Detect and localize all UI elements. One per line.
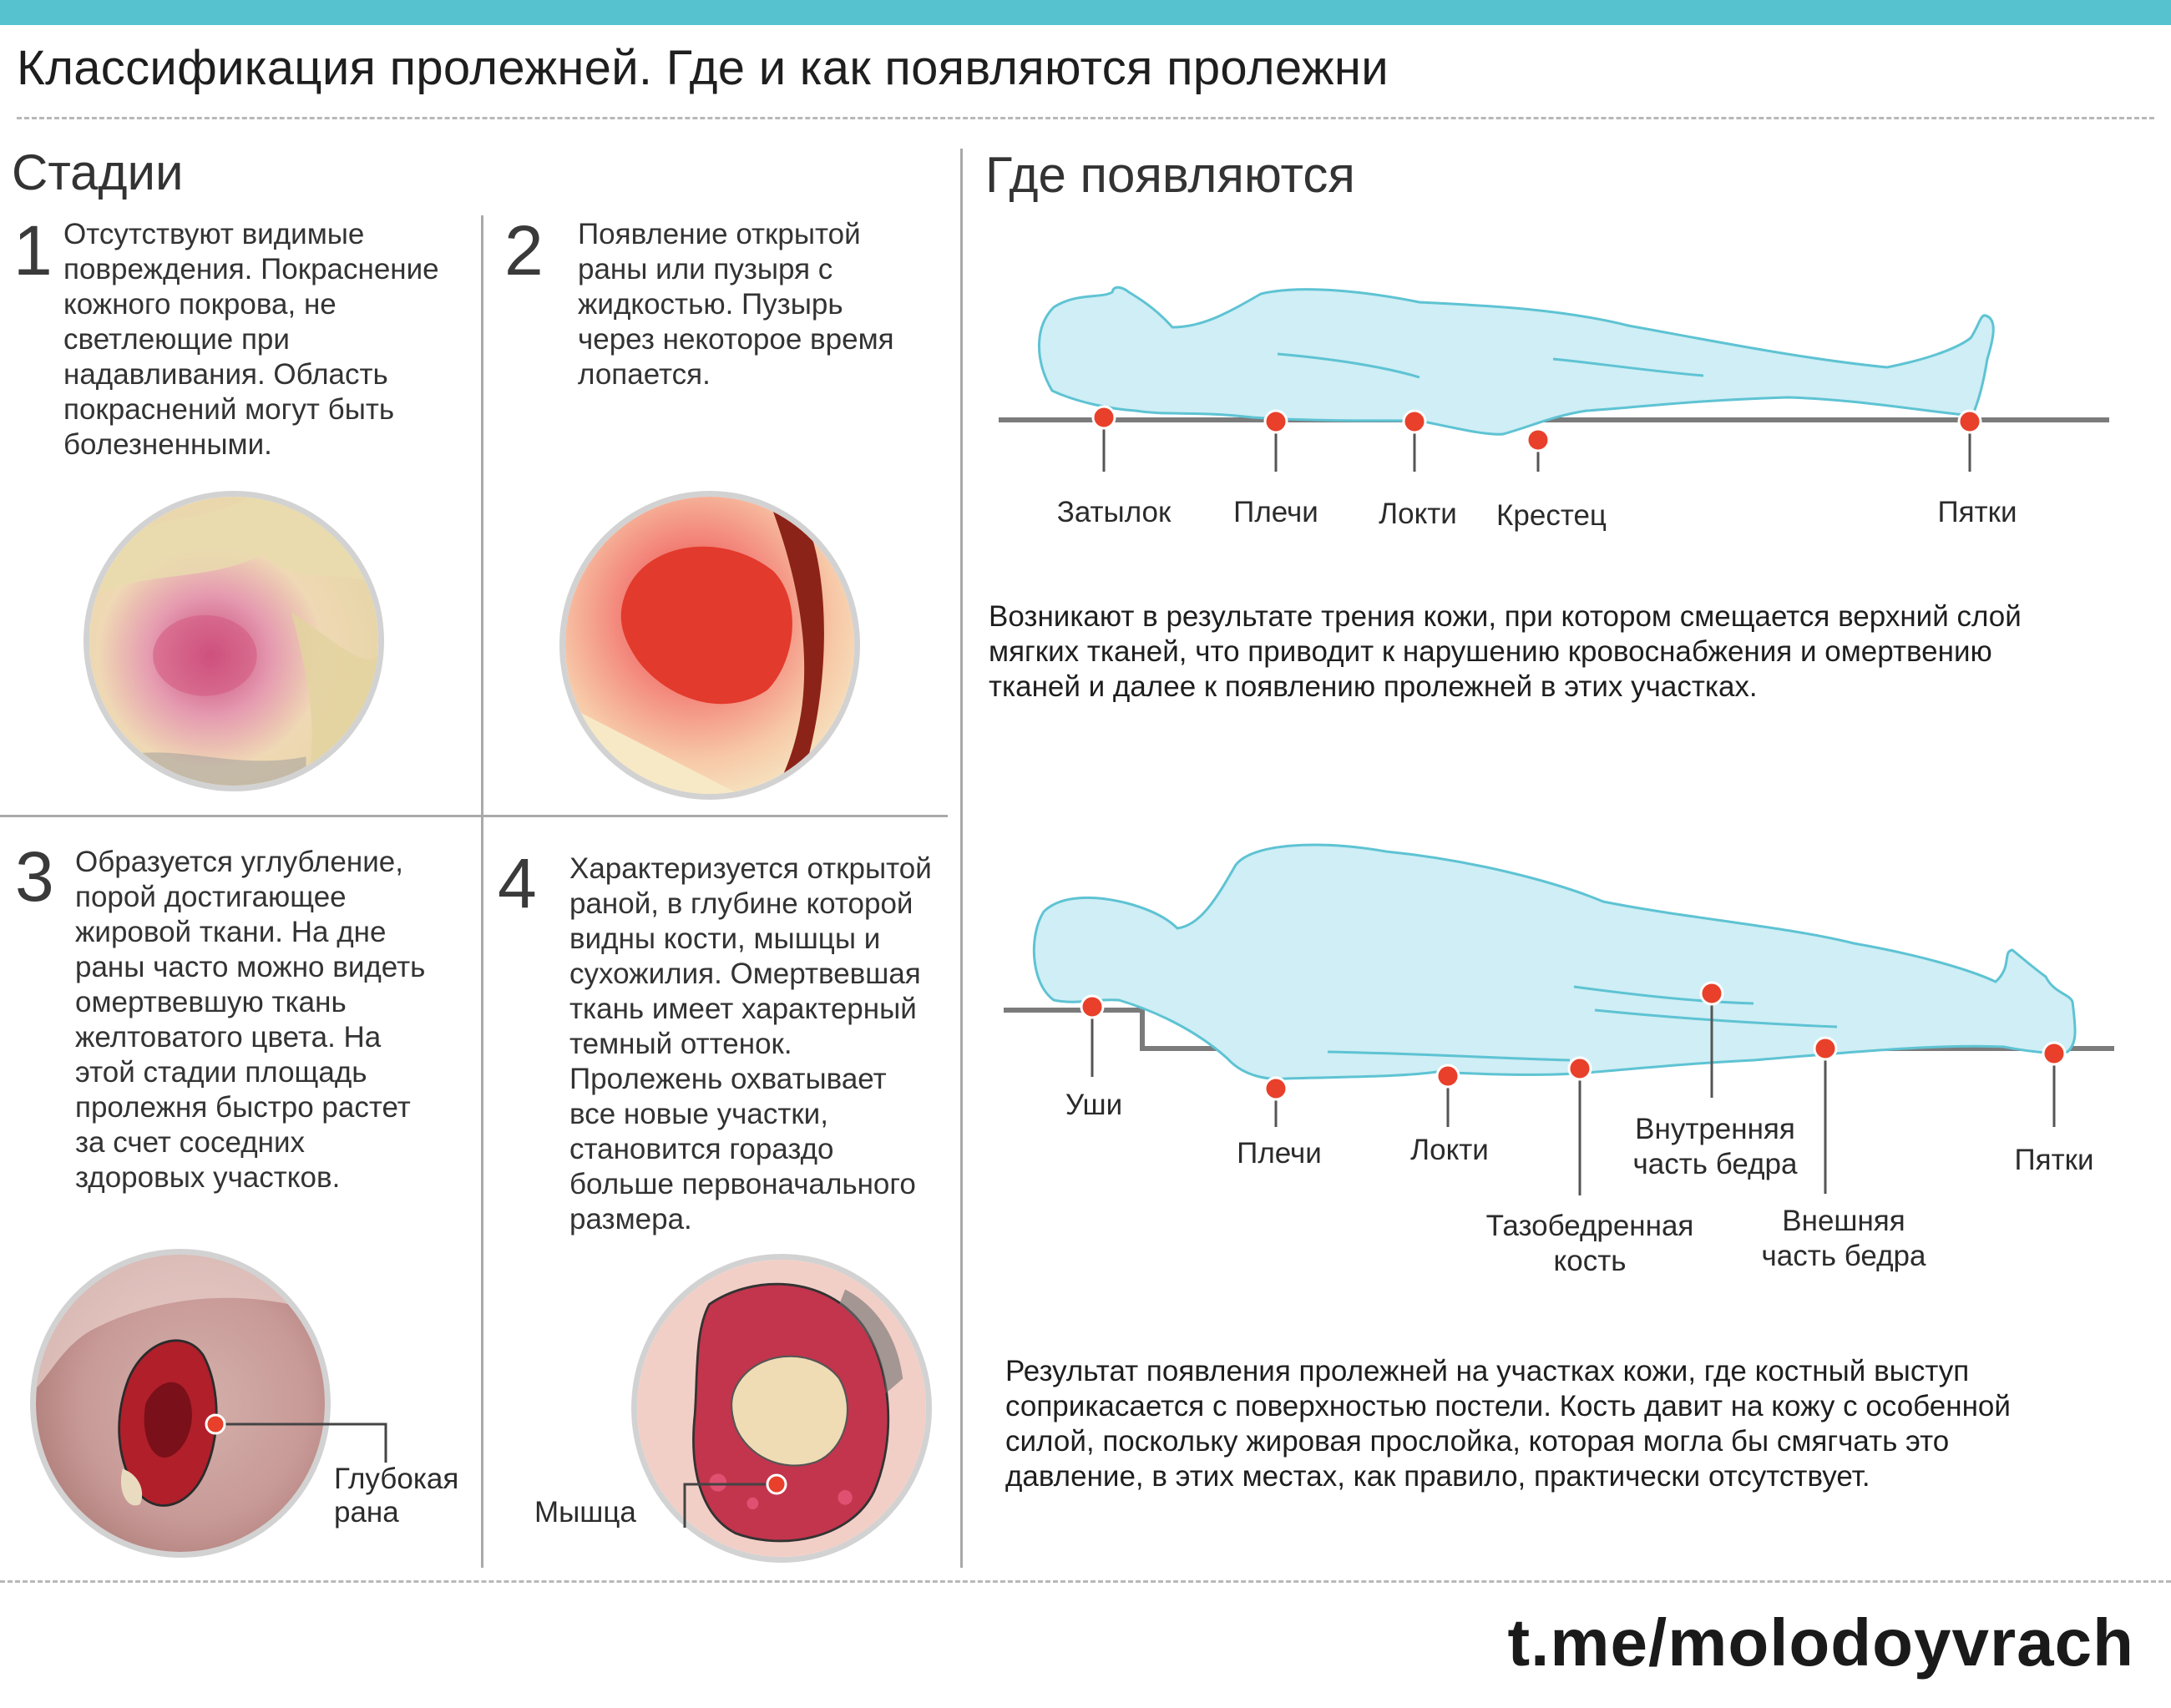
lateral-label-elbows: Локти bbox=[1410, 1134, 1489, 1166]
stage-4-image bbox=[631, 1254, 932, 1563]
stage-4-number: 4 bbox=[498, 844, 537, 922]
supine-marker-elbows bbox=[1402, 409, 1427, 434]
lateral-marker-inner-thigh bbox=[1699, 981, 1724, 1006]
supine-label-shoulders: Плечи bbox=[1233, 496, 1318, 528]
stage-2-image bbox=[559, 491, 860, 800]
supine-label-occiput: Затылок bbox=[1056, 496, 1172, 528]
stage-3-image bbox=[30, 1249, 331, 1558]
stage-1-number: 1 bbox=[13, 211, 53, 290]
lateral-marker-outer-thigh bbox=[1813, 1036, 1838, 1061]
supine-description: Возникают в результате трения кожи, при … bbox=[989, 600, 2022, 703]
lateral-description: Результат появления пролежней на участка… bbox=[1005, 1355, 2011, 1493]
stage-2-number: 2 bbox=[504, 211, 544, 290]
stage-3-number: 3 bbox=[15, 837, 54, 916]
stage-1-text: Отсутствуют видимые повреждения. Покрасн… bbox=[63, 218, 439, 461]
lateral-label-hip: Тазобедренная кость bbox=[1485, 1210, 1694, 1277]
lateral-label-inner-thigh: Внутренняя часть бедра bbox=[1632, 1113, 1798, 1180]
stage-divider-horizontal bbox=[0, 815, 948, 817]
stage-3-label: Глубокая рана bbox=[334, 1463, 459, 1529]
supine-marker-heels bbox=[1957, 409, 1982, 434]
lateral-label-ears: Уши bbox=[1065, 1089, 1123, 1121]
stage-2-text: Появление открытой раны или пузыря с жид… bbox=[578, 218, 894, 391]
stage-1-image bbox=[84, 491, 384, 791]
supine-label-sacrum: Крестец bbox=[1496, 499, 1607, 532]
lateral-label-heels: Пятки bbox=[2014, 1144, 2094, 1176]
lateral-marker-shoulders bbox=[1263, 1076, 1288, 1101]
stages-heading: Стадии bbox=[12, 144, 184, 200]
supine-label-elbows: Локти bbox=[1379, 498, 1457, 530]
bottom-divider bbox=[0, 1580, 2171, 1583]
page-title: Классификация пролежней. Где и как появл… bbox=[17, 41, 1389, 95]
supine-body-silhouette bbox=[1038, 286, 1995, 436]
lateral-body-silhouette bbox=[1032, 843, 2077, 1080]
lateral-marker-heels bbox=[2042, 1041, 2067, 1066]
supine-marker-shoulders bbox=[1263, 409, 1288, 434]
lateral-marker-elbows bbox=[1435, 1064, 1460, 1089]
stage-4-text: Характеризуется открытой раной, в глубин… bbox=[569, 852, 932, 1236]
supine-marker-sacrum bbox=[1526, 427, 1551, 452]
stage-3-text: Образуется углубление, порой достигающее… bbox=[75, 846, 426, 1194]
lateral-label-shoulders: Плечи bbox=[1237, 1137, 1322, 1170]
supine-marker-occiput bbox=[1091, 405, 1116, 430]
column-divider bbox=[960, 149, 963, 1568]
lateral-marker-hip bbox=[1567, 1056, 1592, 1081]
top-accent-bar bbox=[0, 0, 2171, 25]
lateral-marker-ears bbox=[1080, 994, 1105, 1019]
stage-4-label: Мышца bbox=[534, 1496, 636, 1529]
supine-label-heels: Пятки bbox=[1937, 496, 2017, 528]
brand-link[interactable]: t.me/molodoyvrach bbox=[1507, 1605, 2134, 1680]
title-divider bbox=[17, 117, 2154, 119]
where-heading: Где появляются bbox=[985, 147, 1355, 203]
lateral-label-outer-thigh: Внешняя часть бедра bbox=[1761, 1205, 1926, 1272]
stage-divider-vertical bbox=[481, 215, 483, 1568]
